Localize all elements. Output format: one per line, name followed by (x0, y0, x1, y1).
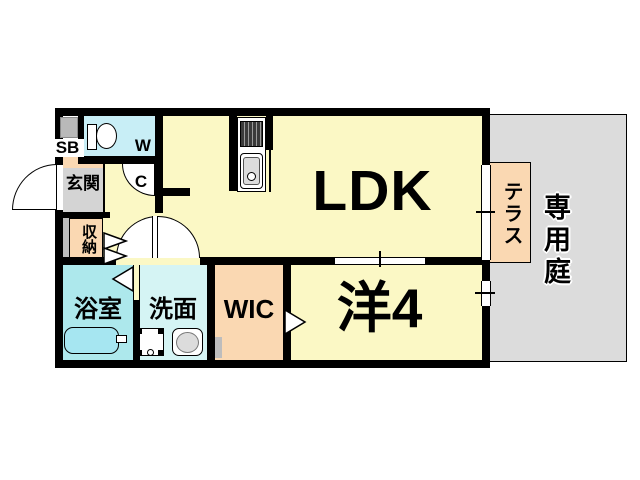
sliding-door-tick (379, 251, 381, 267)
wall-right-upper (482, 108, 490, 165)
wall-bath-washroom (133, 300, 140, 360)
storage-pipe-space (63, 218, 69, 258)
washbasin-bowl (176, 332, 199, 353)
bathtub-icon (64, 327, 119, 354)
western-room-window-tick (475, 292, 495, 294)
washer-pad-br (158, 350, 163, 355)
wall-hall-bottom-right (425, 257, 482, 265)
wall-right-lower (482, 306, 490, 368)
hall-door-leaf (152, 216, 158, 258)
wall-left-upper (55, 108, 63, 165)
wc-label: W C (116, 119, 151, 191)
wc-label-w: W (134, 136, 151, 155)
shoebox-label: SB (51, 139, 84, 157)
wic-label: WIC (223, 294, 275, 324)
wall-entrance-storage (55, 212, 110, 218)
wall-hall-ldk (155, 116, 163, 213)
terrace-area (486, 162, 531, 263)
wall-hall-bottom-left (55, 257, 116, 265)
wall-wc-bottom (78, 156, 163, 164)
ldk-label: LDK (312, 159, 433, 223)
wic-area (215, 265, 283, 360)
stove-icon (240, 121, 263, 147)
western-room-label: 洋4 (336, 277, 423, 339)
wall-left-lower (55, 210, 63, 368)
wall-kitchen-left (229, 116, 237, 191)
wall-wic-western (283, 257, 291, 360)
entrance-area (63, 168, 103, 212)
storage-label: 収納 (80, 224, 97, 254)
wc-label-c: C (134, 172, 148, 191)
washer-drain (147, 349, 154, 356)
entrance-label: 玄関 (66, 174, 100, 193)
terrace-label: テラス (500, 181, 522, 247)
toilet-bowl (96, 123, 117, 149)
wall-bottom (55, 360, 490, 368)
bath-door-frame (133, 265, 140, 300)
ldk-window-tick (476, 211, 495, 213)
kitchen-right-line (269, 150, 271, 192)
wall-kitchen-stub (163, 188, 190, 196)
private-garden-label: 専用庭 (540, 193, 570, 289)
bathroom-label: 浴室 (74, 296, 122, 323)
western-room-window-icon (481, 281, 491, 306)
wall-hall-bottom-mid (200, 257, 335, 265)
bathtub-handle (116, 335, 127, 343)
wall-sb-wc (78, 116, 84, 158)
entrance-right-line (103, 164, 105, 212)
entrance-door-swing-icon (12, 164, 57, 210)
washer-pad-tr (158, 329, 163, 334)
wic-pipe-space (215, 337, 222, 358)
shoebox-icon (60, 117, 78, 138)
wall-kitchen-right (266, 116, 273, 150)
wall-washroom-wic (207, 257, 215, 360)
wall-top (55, 108, 490, 116)
washroom-label: 洗面 (149, 296, 197, 323)
kitchen-sink-drain (247, 172, 256, 181)
wall-right-mid (482, 260, 490, 281)
ldk-window-icon (481, 165, 491, 260)
